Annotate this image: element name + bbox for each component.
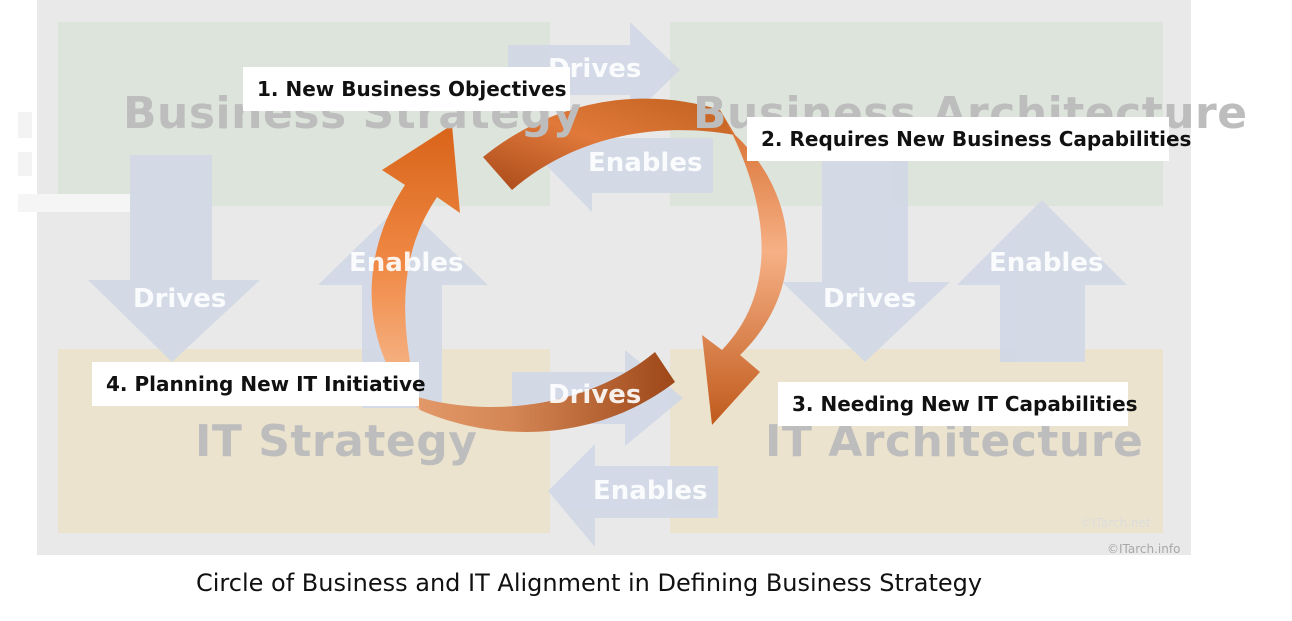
enables-label-top: Enables [588,148,703,178]
enables-label-bottom: Enables [593,476,708,506]
step-2-label: 2. Requires New Business Capabilities [747,117,1191,161]
cycle-arrows [371,98,788,432]
step-3-label: 3. Needing New IT Capabilities [778,382,1138,426]
enables-label-left: Enables [349,248,464,278]
watermark-outer: ©ITarch.info [1107,542,1181,556]
drives-label-left: Drives [133,284,227,314]
cycle-arrow-business-capabilities [702,110,788,425]
drives-arrow-right [782,160,950,362]
drives-label-bottom: Drives [548,380,642,410]
step-1-label: 1. New Business Objectives [243,67,570,111]
faint-mark [18,152,32,176]
faint-mark [18,194,130,212]
enables-label-right: Enables [989,248,1104,278]
drives-arrow-left [88,155,260,362]
enables-arrow-right [957,200,1127,362]
figure-caption: Circle of Business and IT Alignment in D… [196,569,983,597]
cycle-arrow-business-objectives [483,98,735,190]
watermark-inner: ©ITarch.net [1080,516,1151,530]
step-4-label: 4. Planning New IT Initiative [92,362,426,406]
it-strategy-title: IT Strategy [195,416,478,467]
cycle-arrow-it-initiative [371,125,460,410]
drives-label-right: Drives [823,284,917,314]
cycle-arrow-it-capabilities [402,352,675,432]
enables-arrow-bottom [548,444,718,547]
faint-mark [18,112,32,138]
